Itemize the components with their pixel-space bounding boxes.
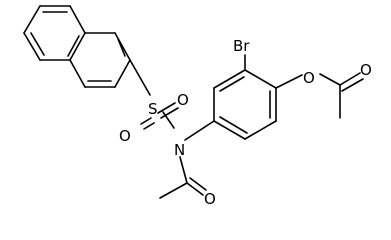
atom-amide-carbonyl-oxygen: O [204,190,216,208]
molecule-structure: Br O O S O O N O [23,5,372,208]
benzene-ring [213,69,277,140]
sulfonyl-group [129,59,179,130]
naphthalene-left-ring [23,5,86,61]
structure-canvas: Br O O S O O N O [23,5,372,208]
atom-sulfonyl-oxygen-top: O [177,91,189,109]
atom-bromine: Br [233,37,250,55]
atom-ester-carbonyl-oxygen: O [360,61,372,79]
naphthalene-right-ring [67,32,131,88]
atom-sulfonyl-oxygen-bottom: O [119,127,131,145]
amide-group [159,120,215,199]
atom-nitrogen: N [174,141,185,159]
atom-ester-oxygen: O [303,69,315,87]
acetoxy-group [275,72,364,119]
atom-sulfur: S [148,100,158,118]
